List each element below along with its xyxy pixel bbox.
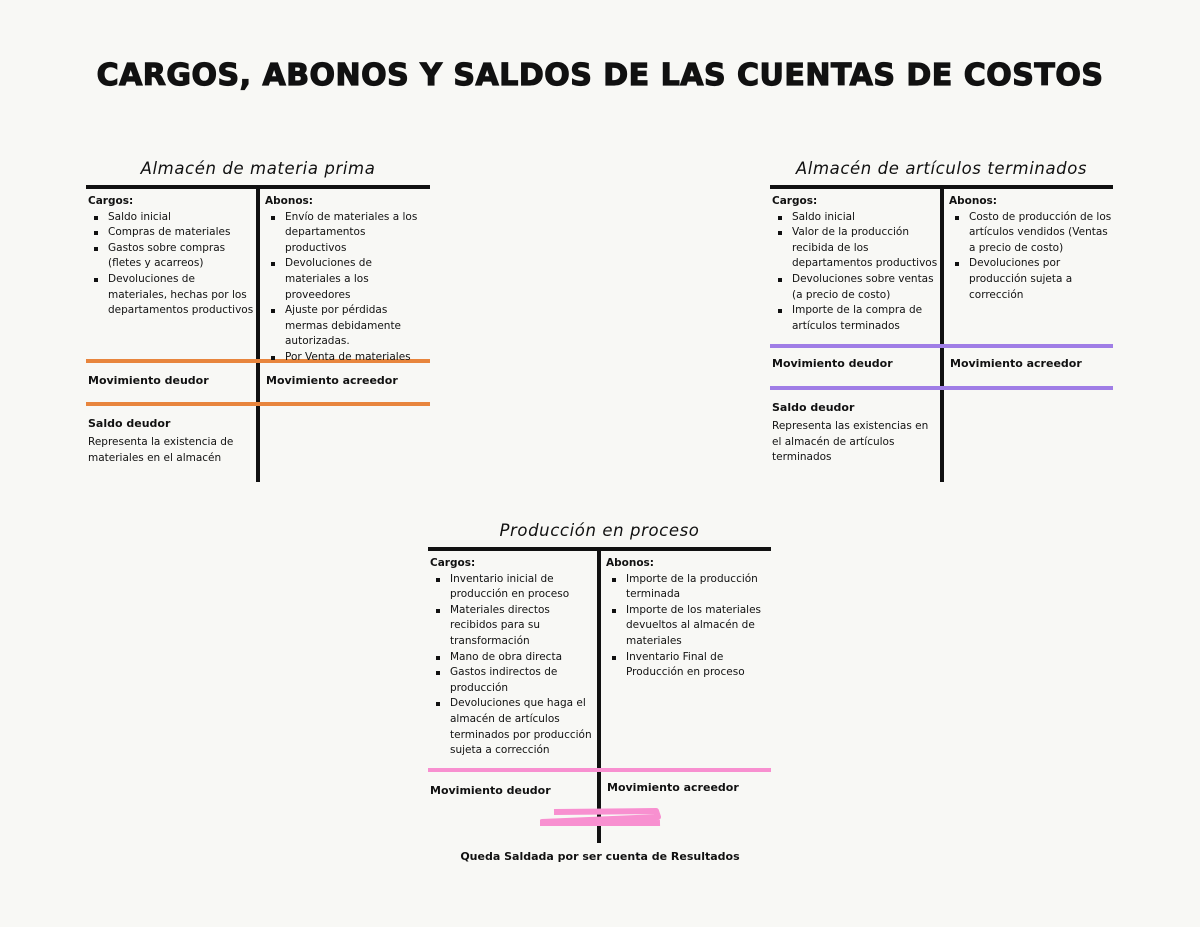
saldo-deudor-label: Saldo deudor — [88, 417, 171, 430]
account-title: Almacén de materia prima — [140, 159, 376, 178]
list-item: Gastos indirectos de producción — [436, 665, 596, 696]
account-title: Producción en proceso — [499, 521, 700, 540]
movimiento-acreedor: Movimiento acreedor — [607, 781, 739, 794]
abonos-column: Abonos: Importe de la producción terminad… — [606, 556, 771, 681]
list-item: Envío de materiales a los departamentos … — [271, 210, 430, 257]
abonos-label: Abonos: — [606, 557, 654, 569]
cargos-label: Cargos: — [772, 195, 818, 207]
list-item: Devoluciones que haga el almacén de artí… — [436, 696, 596, 758]
list-item: Saldo inicial — [778, 210, 938, 226]
list-item: Importe de los materiales devueltos al a… — [612, 603, 771, 650]
list-item: Por Venta de materiales — [271, 350, 430, 366]
abonos-column: Abonos: Envío de materiales a los departa… — [265, 194, 430, 366]
list-item: Costo de producción de los artículos ven… — [955, 210, 1114, 257]
saldo-deudor-label: Saldo deudor — [772, 401, 855, 414]
section-line — [770, 344, 1113, 348]
cargos-label: Cargos: — [430, 557, 476, 569]
section-line — [86, 402, 430, 406]
abonos-list: Costo de producción de los artículos ven… — [949, 210, 1114, 304]
list-item: Devoluciones de materiales a los proveed… — [271, 256, 430, 303]
t-account-divider — [597, 547, 601, 843]
list-item: Compras de materiales — [94, 225, 254, 241]
account-title: Almacén de artículos terminados — [795, 159, 1088, 178]
list-item: Devoluciones por producción sujeta a cor… — [955, 256, 1114, 303]
t-account-divider — [256, 185, 260, 482]
list-item: Importe de la compra de artículos termin… — [778, 303, 938, 334]
list-item: Gastos sobre compras (fletes y acarreos) — [94, 241, 254, 272]
abonos-label: Abonos: — [265, 195, 313, 207]
list-item: Devoluciones sobre ventas (a precio de c… — [778, 272, 938, 303]
pink-scribble — [539, 808, 662, 829]
cargos-column: Cargos: Inventario inicial de producción … — [430, 556, 596, 759]
list-item: Importe de la producción terminada — [612, 572, 771, 603]
list-item: Inventario inicial de producción en proc… — [436, 572, 596, 603]
t-account-divider — [940, 185, 944, 482]
section-line — [428, 768, 771, 772]
list-item: Valor de la producción recibida de los d… — [778, 225, 938, 272]
abonos-list: Envío de materiales a los departamentos … — [265, 210, 430, 366]
movimiento-deudor: Movimiento deudor — [772, 357, 893, 370]
list-item: Materiales directos recibidos para su tr… — [436, 603, 596, 650]
cargos-list: Inventario inicial de producción en proc… — [430, 572, 596, 759]
list-item: Devoluciones de materiales, hechas por l… — [94, 272, 254, 319]
section-line — [770, 386, 1113, 390]
movimiento-deudor: Movimiento deudor — [88, 374, 209, 387]
abonos-column: Abonos: Costo de producción de los artícu… — [949, 194, 1114, 303]
page-title: CARGOS, ABONOS Y SALDOS DE LAS CUENTAS D… — [96, 57, 1104, 93]
list-item: Ajuste por pérdidas mermas debidamente a… — [271, 303, 430, 350]
movimiento-deudor: Movimiento deudor — [430, 784, 551, 797]
list-item: Mano de obra directa — [436, 650, 596, 666]
abonos-label: Abonos: — [949, 195, 997, 207]
list-item: Inventario Final de Producción en proces… — [612, 650, 771, 681]
saldo-deudor-description: Representa la existencia de materiales e… — [88, 436, 234, 464]
movimiento-acreedor: Movimiento acreedor — [266, 374, 398, 387]
list-item: Saldo inicial — [94, 210, 254, 226]
footer-note: Queda Saldada por ser cuenta de Resultad… — [460, 850, 740, 863]
cargos-label: Cargos: — [88, 195, 134, 207]
saldo-deudor-description: Representa las existencias en el almacén… — [772, 420, 929, 464]
section-line — [86, 359, 430, 363]
movimiento-acreedor: Movimiento acreedor — [950, 357, 1082, 370]
